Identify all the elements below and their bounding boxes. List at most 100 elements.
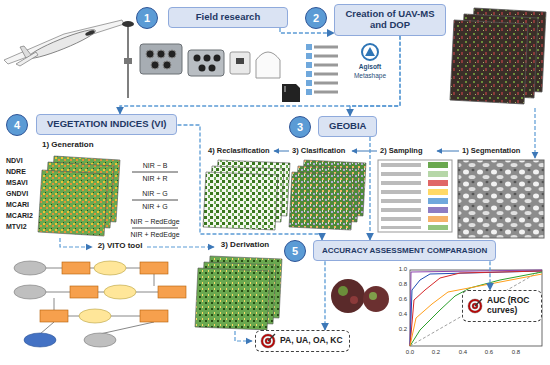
illustration-part <box>16 52 38 66</box>
lettuce-photos <box>331 279 389 313</box>
illustration-part <box>428 171 448 177</box>
box-text: VEGETATION INDICES (VI) <box>47 119 166 130</box>
illustration-part <box>365 47 375 56</box>
illustration-part <box>195 268 270 330</box>
illustration-part <box>157 50 165 58</box>
text-label: MTVI2 <box>6 223 27 231</box>
text-label: 0.0 <box>406 349 414 356</box>
illustration-part <box>381 190 421 194</box>
illustration-part <box>381 217 421 221</box>
illustration-part <box>235 331 252 341</box>
illustration-part <box>352 151 377 152</box>
metric-box: AUC (ROC curves) <box>462 290 542 322</box>
text-label: Agisoft <box>359 63 381 70</box>
target-ring <box>468 299 482 313</box>
box-text: Creation of UAV-MS and DOP <box>341 9 439 31</box>
illustration-part <box>104 285 136 299</box>
illustration-part <box>100 322 154 334</box>
illustration-part <box>410 270 542 346</box>
flow-connector <box>177 125 322 240</box>
illustration-part <box>437 151 459 152</box>
text-label: MCARI <box>6 201 29 209</box>
illustration-part <box>428 189 448 195</box>
stage-box: Creation of UAV-MS and DOP <box>334 4 446 36</box>
vito-flowchart <box>14 238 214 347</box>
flow-connector <box>350 36 400 116</box>
illustration-part <box>14 285 46 299</box>
drone <box>4 20 134 98</box>
geobia-images <box>203 108 544 238</box>
target-dart <box>475 299 482 306</box>
illustration-part <box>381 208 421 212</box>
illustration-part <box>410 270 542 346</box>
roc-chart <box>410 270 542 346</box>
text-label: MCARI2 <box>6 212 33 220</box>
illustration-part <box>122 21 134 27</box>
illustration-part <box>428 207 448 213</box>
illustration-part <box>132 228 178 229</box>
step-number: 2 <box>305 7 327 29</box>
text-label: 1) Segmentation <box>462 147 520 155</box>
illustration-part <box>331 279 365 313</box>
box-text: ACCURACY ASSESSMENT COMPARASION <box>322 246 487 255</box>
illustration-part <box>60 238 92 247</box>
target-icon <box>467 298 483 314</box>
illustration-part <box>79 309 111 323</box>
illustration-part <box>147 246 214 247</box>
cameras <box>140 44 300 102</box>
illustration-part <box>188 50 224 76</box>
illustration-part <box>163 61 171 69</box>
illustration-part <box>306 89 312 95</box>
text-label: 2) VITO tool <box>98 242 143 251</box>
illustration-part <box>209 65 216 72</box>
text-label: 0.2 <box>432 349 440 356</box>
text-label: Metashape <box>354 72 386 79</box>
illustration-part <box>428 225 448 230</box>
illustration-part <box>285 86 286 92</box>
target-icon <box>260 333 276 349</box>
illustration-part <box>338 286 348 296</box>
text-label: NDVI <box>6 157 23 165</box>
illustration-part <box>85 29 96 36</box>
illustration-part <box>54 298 55 310</box>
illustration-part <box>111 316 140 317</box>
illustration-part <box>450 20 528 104</box>
illustration-part <box>154 274 155 286</box>
illustration-part <box>38 170 108 236</box>
illustration-part <box>136 292 158 293</box>
illustration-part <box>282 84 300 102</box>
text-label: 0.8 <box>399 281 407 288</box>
illustration-part <box>428 216 448 222</box>
illustration-part <box>381 172 421 176</box>
text-label: GNDVI <box>6 190 28 198</box>
illustration-part <box>126 268 140 269</box>
illustration-part <box>410 272 542 346</box>
illustration-part <box>410 271 542 346</box>
illustration-part <box>168 50 176 58</box>
flow-connector <box>369 137 370 240</box>
illustration-part <box>256 52 280 78</box>
illustration-part <box>14 261 46 275</box>
text-label: 0.6 <box>485 349 493 356</box>
illustration-part <box>62 262 90 274</box>
step-number-text: 2 <box>313 12 319 24</box>
text-label: 0.4 <box>399 311 407 318</box>
illustration-part <box>369 292 377 300</box>
illustration-part <box>140 310 168 322</box>
target-dart <box>268 334 275 341</box>
text-label: 0.2 <box>399 326 407 333</box>
illustration-part <box>94 261 126 275</box>
text-label: 0.6 <box>399 296 407 303</box>
illustration-part <box>314 73 338 76</box>
illustration-part <box>314 55 338 58</box>
text-label: 0.4 <box>459 349 467 356</box>
illustration-part <box>194 55 201 62</box>
text-label: NIR − G <box>142 190 167 198</box>
illustration-part <box>132 172 178 173</box>
illustration-part <box>314 64 338 67</box>
illustration-part <box>306 71 312 77</box>
illustration-part <box>214 55 221 62</box>
step-number-text: 5 <box>292 245 298 257</box>
illustration-part <box>363 286 389 312</box>
illustration-part <box>70 286 98 298</box>
